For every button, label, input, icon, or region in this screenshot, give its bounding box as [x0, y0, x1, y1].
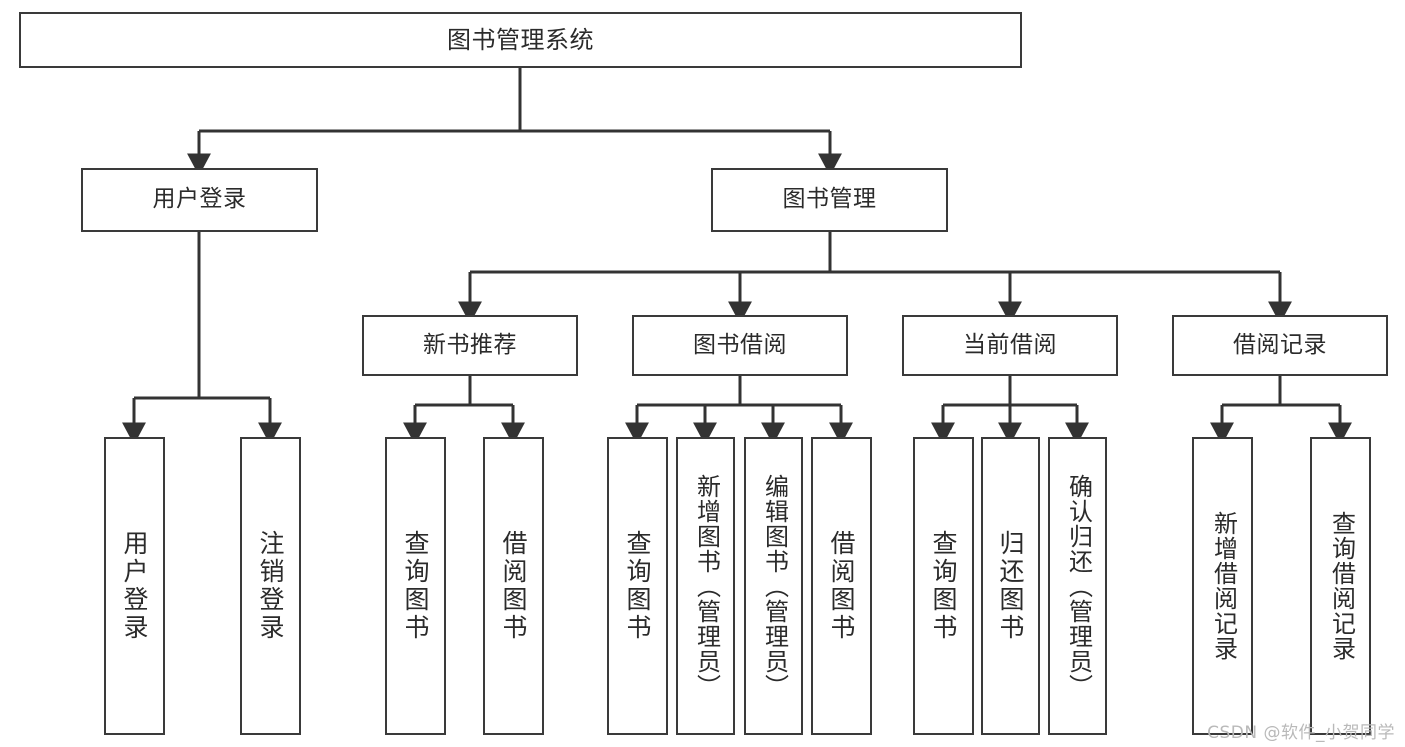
node-label: 注销登录 — [256, 530, 285, 642]
node-label: 新书推荐 — [423, 331, 517, 358]
node-leaf-query-borrow-record[interactable]: 查询借阅记录 — [1310, 437, 1371, 735]
node-label: 确认归还（管理员） — [1064, 473, 1093, 699]
node-leaf-add-book-admin[interactable]: 新增图书（管理员） — [676, 437, 735, 735]
node-label: 新增图书（管理员） — [692, 473, 721, 699]
node-label: 用户登录 — [152, 186, 247, 213]
node-current-borrow[interactable]: 当前借阅 — [902, 315, 1118, 376]
node-book-management[interactable]: 图书管理 — [711, 168, 948, 232]
node-label: 用户登录 — [120, 530, 149, 642]
csdn-watermark: CSDN @软件_小贺同学 — [1207, 723, 1395, 743]
node-leaf-edit-book-admin[interactable]: 编辑图书（管理员） — [744, 437, 803, 735]
node-leaf-query-book-borrow[interactable]: 查询图书 — [607, 437, 668, 735]
node-label: 查询借阅记录 — [1327, 511, 1356, 661]
node-label: 编辑图书（管理员） — [760, 473, 789, 699]
node-label: 图书管理 — [782, 186, 877, 213]
node-label: 借阅图书 — [827, 530, 856, 642]
node-leaf-query-book-current[interactable]: 查询图书 — [913, 437, 974, 735]
node-label: 新增借阅记录 — [1209, 511, 1238, 661]
node-leaf-query-book-recommend[interactable]: 查询图书 — [385, 437, 446, 735]
node-leaf-logout[interactable]: 注销登录 — [240, 437, 301, 735]
node-user-login[interactable]: 用户登录 — [81, 168, 318, 232]
node-label: 查询图书 — [929, 530, 958, 642]
node-label: 图书借阅 — [693, 331, 787, 358]
node-leaf-confirm-return-admin[interactable]: 确认归还（管理员） — [1048, 437, 1107, 735]
node-root-system[interactable]: 图书管理系统 — [19, 12, 1022, 68]
node-borrow-record[interactable]: 借阅记录 — [1172, 315, 1388, 376]
node-label: 借阅图书 — [499, 530, 528, 642]
node-label: 查询图书 — [623, 530, 652, 642]
node-label: 图书管理系统 — [447, 25, 594, 54]
node-leaf-borrow-book[interactable]: 借阅图书 — [811, 437, 872, 735]
node-leaf-return-book[interactable]: 归还图书 — [981, 437, 1040, 735]
node-leaf-user-login[interactable]: 用户登录 — [104, 437, 165, 735]
node-label: 当前借阅 — [963, 331, 1057, 358]
node-label: 归还图书 — [996, 530, 1025, 642]
node-leaf-borrow-book-recommend[interactable]: 借阅图书 — [483, 437, 544, 735]
node-book-borrow[interactable]: 图书借阅 — [632, 315, 848, 376]
node-new-book-recommend[interactable]: 新书推荐 — [362, 315, 578, 376]
node-label: 借阅记录 — [1233, 331, 1327, 358]
node-leaf-add-borrow-record[interactable]: 新增借阅记录 — [1192, 437, 1253, 735]
node-label: 查询图书 — [401, 530, 430, 642]
